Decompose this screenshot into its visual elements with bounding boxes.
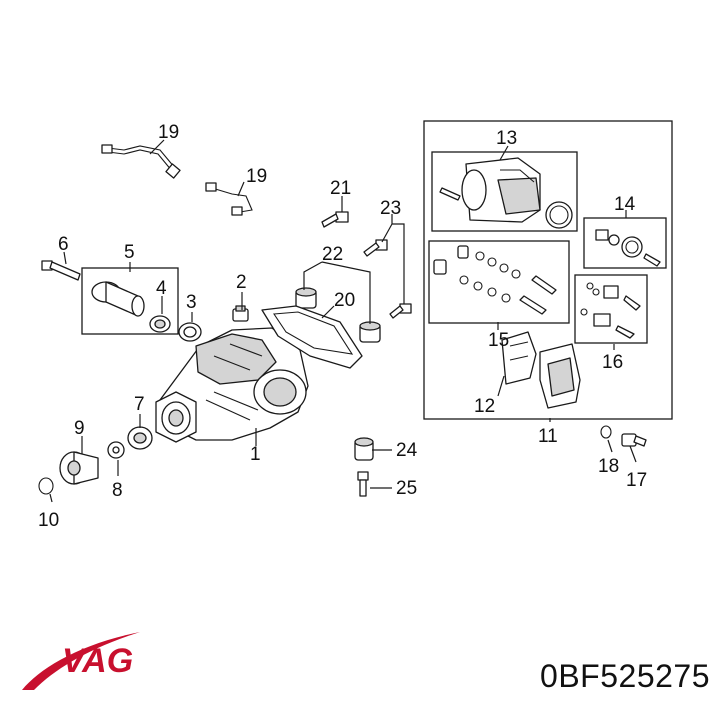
callout-4: 4 — [156, 278, 167, 299]
bolt-23-upper — [363, 239, 388, 257]
callout-22: 22 — [322, 244, 343, 265]
ring-18 — [600, 425, 612, 439]
bolt-21 — [321, 211, 349, 228]
callout-20: 20 — [334, 290, 355, 311]
callout-19-upper: 19 — [158, 122, 179, 143]
callout-17: 17 — [626, 470, 647, 491]
callout-6: 6 — [58, 234, 69, 255]
cover-20 — [261, 305, 363, 369]
callout-18: 18 — [598, 456, 619, 477]
callout-11: 11 — [538, 426, 558, 447]
bolt-23-lower — [389, 303, 412, 319]
callout-2: 2 — [236, 272, 247, 293]
output-flange — [91, 281, 145, 317]
seal-3 — [178, 322, 202, 342]
mount-24 — [354, 437, 374, 461]
logo-swoosh — [22, 632, 140, 690]
valve-block-12 — [501, 331, 581, 409]
seal-kit-15 — [433, 245, 557, 315]
differential-housing — [155, 327, 309, 443]
callout-9: 9 — [74, 418, 85, 439]
bushing-22-right — [359, 321, 381, 343]
callout-12: 12 — [474, 396, 495, 417]
bolt-6 — [41, 260, 81, 281]
plug-2 — [232, 305, 249, 322]
leader-lines — [49, 139, 637, 503]
snap-ring-10 — [38, 477, 54, 495]
callout-16: 16 — [602, 352, 623, 373]
seal-7 — [127, 426, 153, 450]
sensor-parts-16 — [580, 282, 641, 339]
vag-logo: VAG — [22, 632, 140, 690]
valve-parts-14 — [595, 229, 661, 267]
callout-13: 13 — [496, 128, 517, 149]
callout-23: 23 — [380, 198, 401, 219]
callout-25: 25 — [396, 478, 417, 499]
brake-line-lower — [205, 182, 253, 216]
callout-21: 21 — [330, 178, 351, 199]
washer-8 — [107, 441, 125, 459]
box-15 — [428, 240, 570, 324]
pump-motor-13 — [439, 157, 541, 223]
callout-15: 15 — [488, 330, 509, 351]
callout-24: 24 — [396, 440, 418, 461]
flange-9 — [59, 451, 99, 485]
seal-4 — [149, 315, 171, 333]
part-number: 0BF525275 — [540, 658, 710, 694]
callout-10: 10 — [38, 510, 59, 531]
callout-5: 5 — [124, 242, 135, 263]
callout-1: 1 — [250, 444, 261, 465]
callout-8: 8 — [112, 480, 123, 501]
box-11 — [423, 120, 673, 420]
box-14 — [583, 217, 667, 269]
bolt-25 — [357, 471, 369, 497]
callout-14: 14 — [614, 194, 636, 215]
logo-text: VAG — [62, 642, 133, 680]
box-16 — [574, 274, 648, 344]
bushing-22-left — [295, 287, 317, 309]
callout-7: 7 — [134, 394, 145, 415]
plug-17 — [621, 433, 647, 447]
brake-line-upper — [101, 144, 181, 179]
o-ring-13 — [545, 201, 573, 229]
callout-3: 3 — [186, 292, 197, 313]
callout-19-lower: 19 — [246, 166, 267, 187]
